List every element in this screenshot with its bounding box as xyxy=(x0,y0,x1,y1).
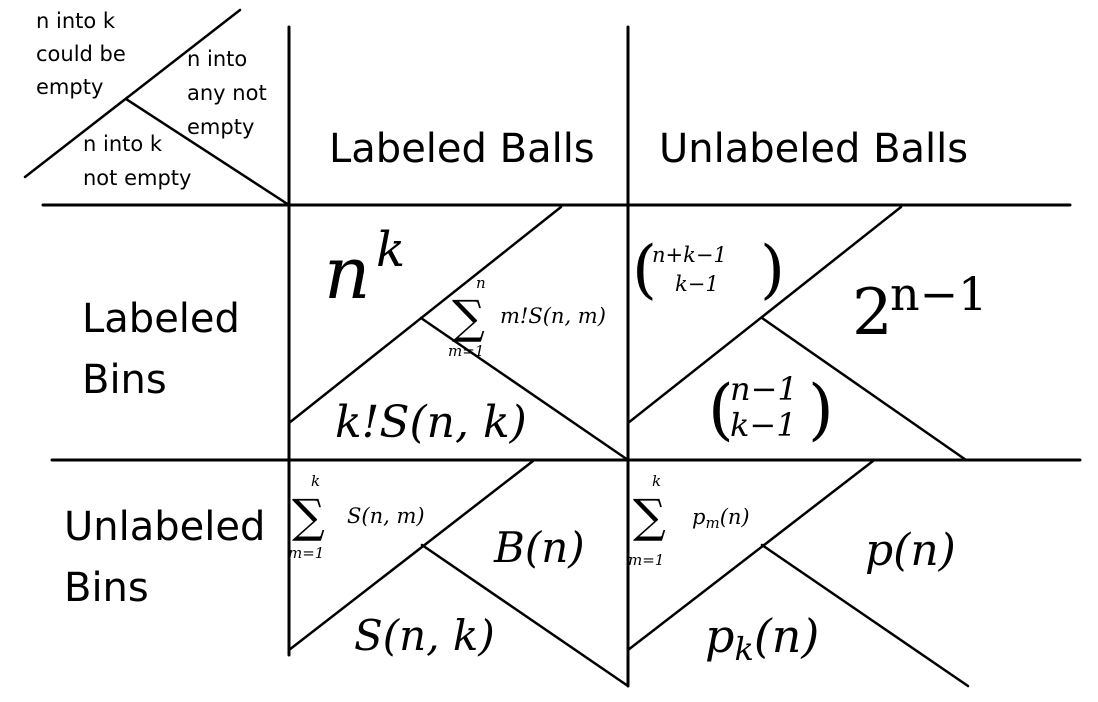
term-tail: (n) xyxy=(720,505,750,529)
legend-any-not-empty-line3: empty xyxy=(187,115,254,139)
binomial-left-paren-2: ( xyxy=(708,371,734,448)
row-header-unlabeled-bins-line1: Unlabeled xyxy=(64,504,265,550)
cell-unlabeled-balls-unlabeled-bins: k ∑ m=1 pm(n) p(n) pk(n) xyxy=(628,472,956,668)
cell1-diagonal-branch xyxy=(419,316,630,462)
formula-bell-number: B(n) xyxy=(493,523,585,572)
cell2-diagonal-main xyxy=(626,205,903,425)
legend-could-be-empty-line1: n into k xyxy=(36,9,116,33)
cell-unlabeled-balls-labeled-bins: ( n+k−1 k−1 ) 2 n−1 ( n−1 k−1 ) xyxy=(632,233,987,448)
sum-sigma-icon: ∑ xyxy=(292,489,325,543)
legend-diagonal-branch xyxy=(124,97,291,207)
formula-2-power-exponent: n−1 xyxy=(890,267,987,321)
cell4-diagonal-branch xyxy=(760,543,970,688)
term-subscript-m: m xyxy=(705,514,719,532)
formula-n-power-k-base: n xyxy=(324,231,370,315)
sum-sigma-icon: ∑ xyxy=(633,489,666,543)
binomial-left-paren-1: ( xyxy=(632,233,657,307)
cell-labeled-balls-labeled-bins: n k n ∑ m=1 m!S(n, m) k!S(n, k) xyxy=(324,222,606,448)
grid-lines xyxy=(41,25,1082,688)
legend-any-not-empty-line1: n into xyxy=(187,47,247,71)
sum-upper-limit: k xyxy=(652,472,661,490)
legend-could-be-empty-line3: empty xyxy=(36,75,103,99)
sum-lower-limit: m=1 xyxy=(288,544,324,562)
formula-partition-pk-n: pk(n) xyxy=(705,609,819,668)
cell4-diagonal-main xyxy=(626,459,875,652)
legend-diagonals xyxy=(23,8,291,207)
pk-base: p xyxy=(705,609,734,663)
binomial-right-paren-1: ) xyxy=(760,233,785,307)
legend-diagonal-main xyxy=(23,8,242,179)
formula-stirling-s-n-k: S(n, k) xyxy=(354,611,495,660)
cell-diagonals xyxy=(287,205,970,688)
legend-any-not-empty-line2: any not xyxy=(187,81,267,105)
formula-2-power-base: 2 xyxy=(852,276,893,350)
cell-labeled-balls-unlabeled-bins: k ∑ m=1 S(n, m) B(n) S(n, k) xyxy=(288,472,585,660)
binomial-top-n-minus-1: n−1 xyxy=(730,370,798,408)
formula-sum-m-factorial-stirling: m!S(n, m) xyxy=(500,304,606,328)
cell3-diagonal-branch xyxy=(420,543,630,688)
cell1-diagonal-main xyxy=(287,205,563,425)
column-header-unlabeled-balls: Unlabeled Balls xyxy=(659,126,968,172)
legend-not-empty-line2: not empty xyxy=(83,166,191,190)
column-header-labeled-balls: Labeled Balls xyxy=(329,126,595,172)
pk-subscript-k: k xyxy=(734,630,753,668)
sum-lower-limit: m=1 xyxy=(628,551,664,569)
binomial-bottom-k-minus-1-2: k−1 xyxy=(730,406,797,444)
legend: n into k could be empty n into any not e… xyxy=(36,9,267,190)
sum-sigma-icon: ∑ xyxy=(452,290,485,344)
binomial-top-n-plus-k-minus-1: n+k−1 xyxy=(652,243,727,267)
binomial-right-paren-2: ) xyxy=(808,371,834,448)
sum-upper-limit: n xyxy=(476,274,486,292)
sum-lower-limit: m=1 xyxy=(448,342,484,360)
formula-n-power-k-exponent: k xyxy=(376,222,405,278)
legend-could-be-empty-line2: could be xyxy=(36,42,126,66)
formula-sum-partition-term: pm(n) xyxy=(692,505,750,532)
term-p: p xyxy=(692,505,705,529)
row-header-labeled-bins-line1: Labeled xyxy=(82,296,240,342)
formula-k-factorial-stirling: k!S(n, k) xyxy=(335,397,527,448)
cell2-diagonal-branch xyxy=(760,316,968,462)
pk-tail: (n) xyxy=(754,609,820,663)
sum-upper-limit: k xyxy=(311,472,320,490)
formula-sum-stirling: S(n, m) xyxy=(347,504,425,528)
formula-partition-p-n: p(n) xyxy=(865,525,956,576)
binomial-bottom-k-minus-1: k−1 xyxy=(675,272,719,296)
row-header-unlabeled-bins-line2: Bins xyxy=(64,565,149,611)
legend-not-empty-line1: n into k xyxy=(83,132,163,156)
row-header-labeled-bins-line2: Bins xyxy=(82,357,167,403)
cell3-diagonal-main xyxy=(287,459,535,652)
